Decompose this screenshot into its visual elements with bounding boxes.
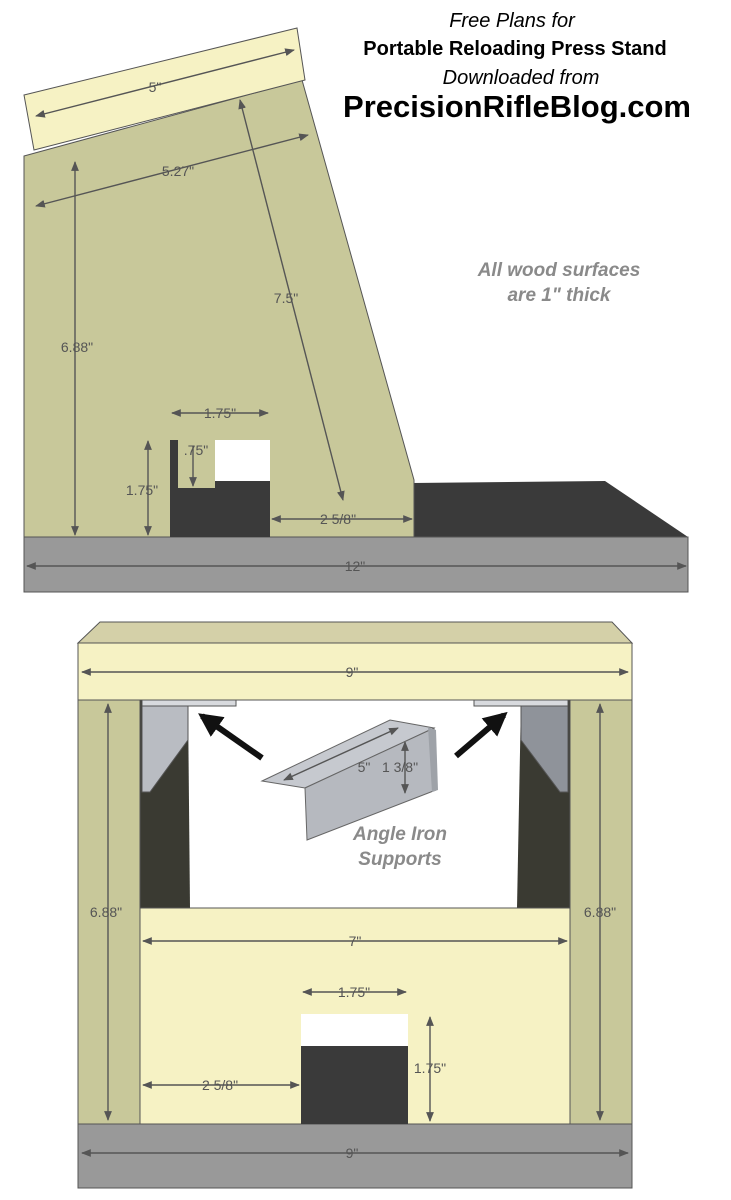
note-line1: All wood surfaces: [477, 260, 641, 281]
thickness-note: All wood surfaces are 1" thick: [477, 260, 641, 306]
right-arrow: [454, 711, 508, 759]
side-platform: [412, 481, 688, 537]
front-view: 9" 6.88" 6.88" 7" 1.75" 1.75" 2 5/8" 9": [76, 621, 634, 1189]
front-cutout-height-label: 1.75": [414, 1060, 446, 1076]
front-cutout-top: [301, 1014, 408, 1046]
front-top-width-label: 9": [346, 664, 359, 680]
front-left-height-label: 6.88": [90, 904, 122, 920]
header-title: Portable Reloading Press Stand: [363, 38, 666, 60]
header: Free Plans for Portable Reloading Press …: [343, 10, 691, 124]
right-bracket-flange: [473, 699, 569, 707]
note-line2: are 1" thick: [507, 285, 611, 306]
angle-iron-end: [428, 727, 438, 792]
side-height-label: 6.88": [61, 339, 93, 355]
front-cutout-offset-label: 2 5/8": [202, 1077, 238, 1093]
side-slant-width-label: 5.27": [162, 163, 194, 179]
side-notch-label: .75": [184, 442, 208, 458]
angle-iron-label-line1: Angle Iron: [352, 824, 447, 845]
front-top-board-edge: [76, 621, 634, 644]
side-view: 5" 5.27" 7.5" 6.88" 1.75" 1.75" .75" 2 5…: [23, 27, 689, 593]
angle-iron-label-line2: Supports: [358, 849, 441, 870]
front-cutout: [301, 1046, 408, 1124]
front-base-width-label: 9": [346, 1145, 359, 1161]
front-inner-width-label: 7": [349, 933, 362, 949]
side-cutout-width-label: 1.75": [204, 405, 236, 421]
side-slant-height-label: 7.5": [274, 290, 298, 306]
side-notch: [178, 440, 215, 488]
side-cutout-offset-label: 2 5/8": [320, 511, 356, 527]
front-cutout-width-label: 1.75": [338, 984, 370, 1000]
header-site: PrecisionRifleBlog.com: [343, 89, 691, 124]
side-cutout-height-label: 1.75": [126, 482, 158, 498]
angle-iron-length-label: 5": [358, 759, 371, 775]
angle-iron-leg-label: 1 3/8": [382, 759, 418, 775]
front-right-height-label: 6.88": [584, 904, 616, 920]
side-base-length-label: 12": [345, 558, 366, 574]
left-bracket-flange: [141, 699, 237, 707]
header-line3: Downloaded from: [443, 67, 600, 89]
left-arrow: [198, 713, 264, 761]
angle-iron-detail: 5" 1 3/8" Angle Iron Supports: [198, 711, 508, 870]
side-top-width-label: 5": [149, 79, 162, 95]
side-cutout-shadow: [170, 440, 270, 537]
header-line1: Free Plans for: [449, 10, 576, 32]
